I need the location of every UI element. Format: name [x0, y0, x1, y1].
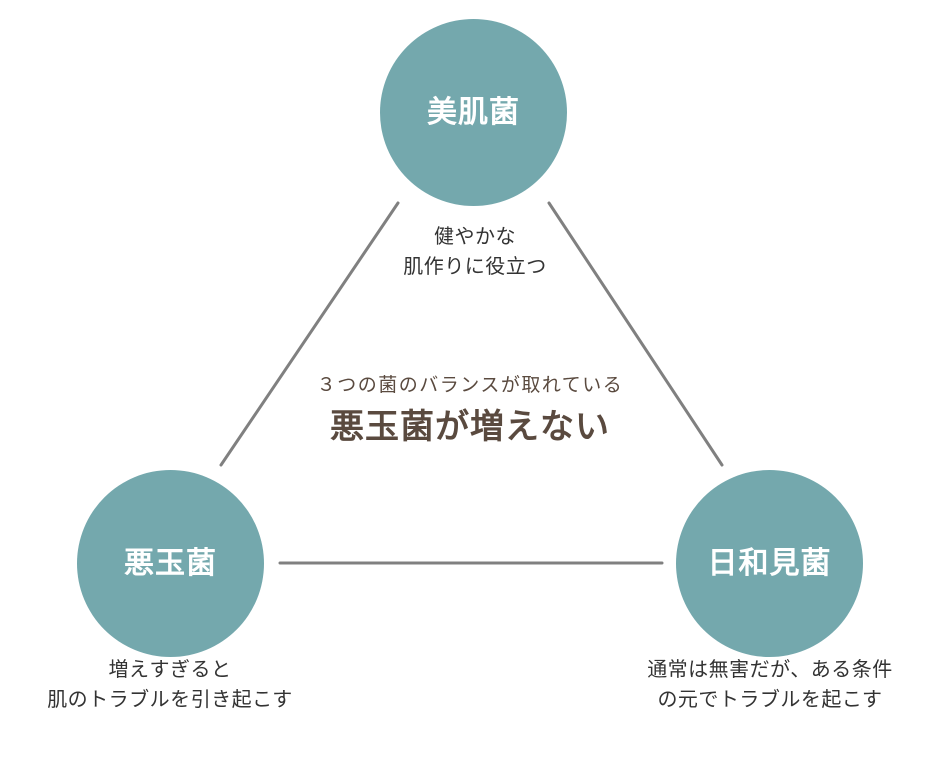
node-label-bishokin: 美肌菌 — [427, 95, 520, 129]
caption-akudamakin: 増えすぎると 肌のトラブルを引き起こす — [47, 659, 293, 711]
caption-hiyorimikin: 通常は無害だが、ある条件 の元でトラブルを起こす — [647, 659, 893, 711]
node-label-hiyorimikin: 日和見菌 — [707, 546, 832, 580]
node-circle-bishokin[interactable]: 美肌菌 — [380, 19, 567, 206]
center-subtitle: ３つの菌のバランスが取れている — [316, 375, 624, 396]
center-message-block: ３つの菌のバランスが取れている 悪玉菌が増えない — [220, 374, 720, 449]
node-circle-hiyorimikin[interactable]: 日和見菌 — [676, 470, 863, 657]
center-title: 悪玉菌が増えない — [330, 407, 610, 446]
node-circle-akudamakin[interactable]: 悪玉菌 — [77, 470, 264, 657]
caption-bishokin: 健やかな 肌作りに役立つ — [403, 226, 547, 278]
node-label-akudamakin: 悪玉菌 — [124, 546, 217, 580]
